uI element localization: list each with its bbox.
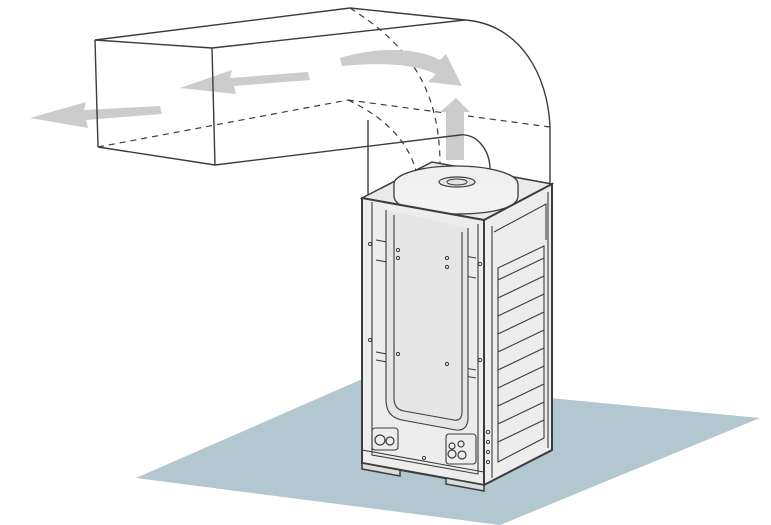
duct-outline	[94, 7, 551, 215]
port-left-a-icon	[374, 434, 386, 446]
side-louvres	[491, 192, 549, 478]
airflow-arrow-outlet-icon	[30, 102, 162, 128]
port-left-b-icon	[385, 436, 395, 446]
fan-cap	[438, 176, 476, 188]
unit-feet	[361, 462, 485, 492]
airflow-arrow-turn-icon	[340, 49, 462, 86]
side-panel-fasteners	[485, 429, 491, 465]
port-right-c-icon	[447, 449, 457, 459]
port-right-b-icon	[457, 440, 465, 448]
port-right-a-icon	[448, 442, 456, 450]
airflow-arrow-left-icon	[180, 70, 310, 94]
airflow-arrows	[30, 49, 470, 160]
outdoor-unit	[359, 161, 555, 492]
front-panel-fasteners	[367, 241, 483, 461]
port-right-d-icon	[457, 450, 467, 460]
unit-side-face	[483, 182, 553, 487]
pipe-connection-ports	[374, 434, 467, 460]
airflow-arrow-up-icon	[440, 98, 470, 160]
